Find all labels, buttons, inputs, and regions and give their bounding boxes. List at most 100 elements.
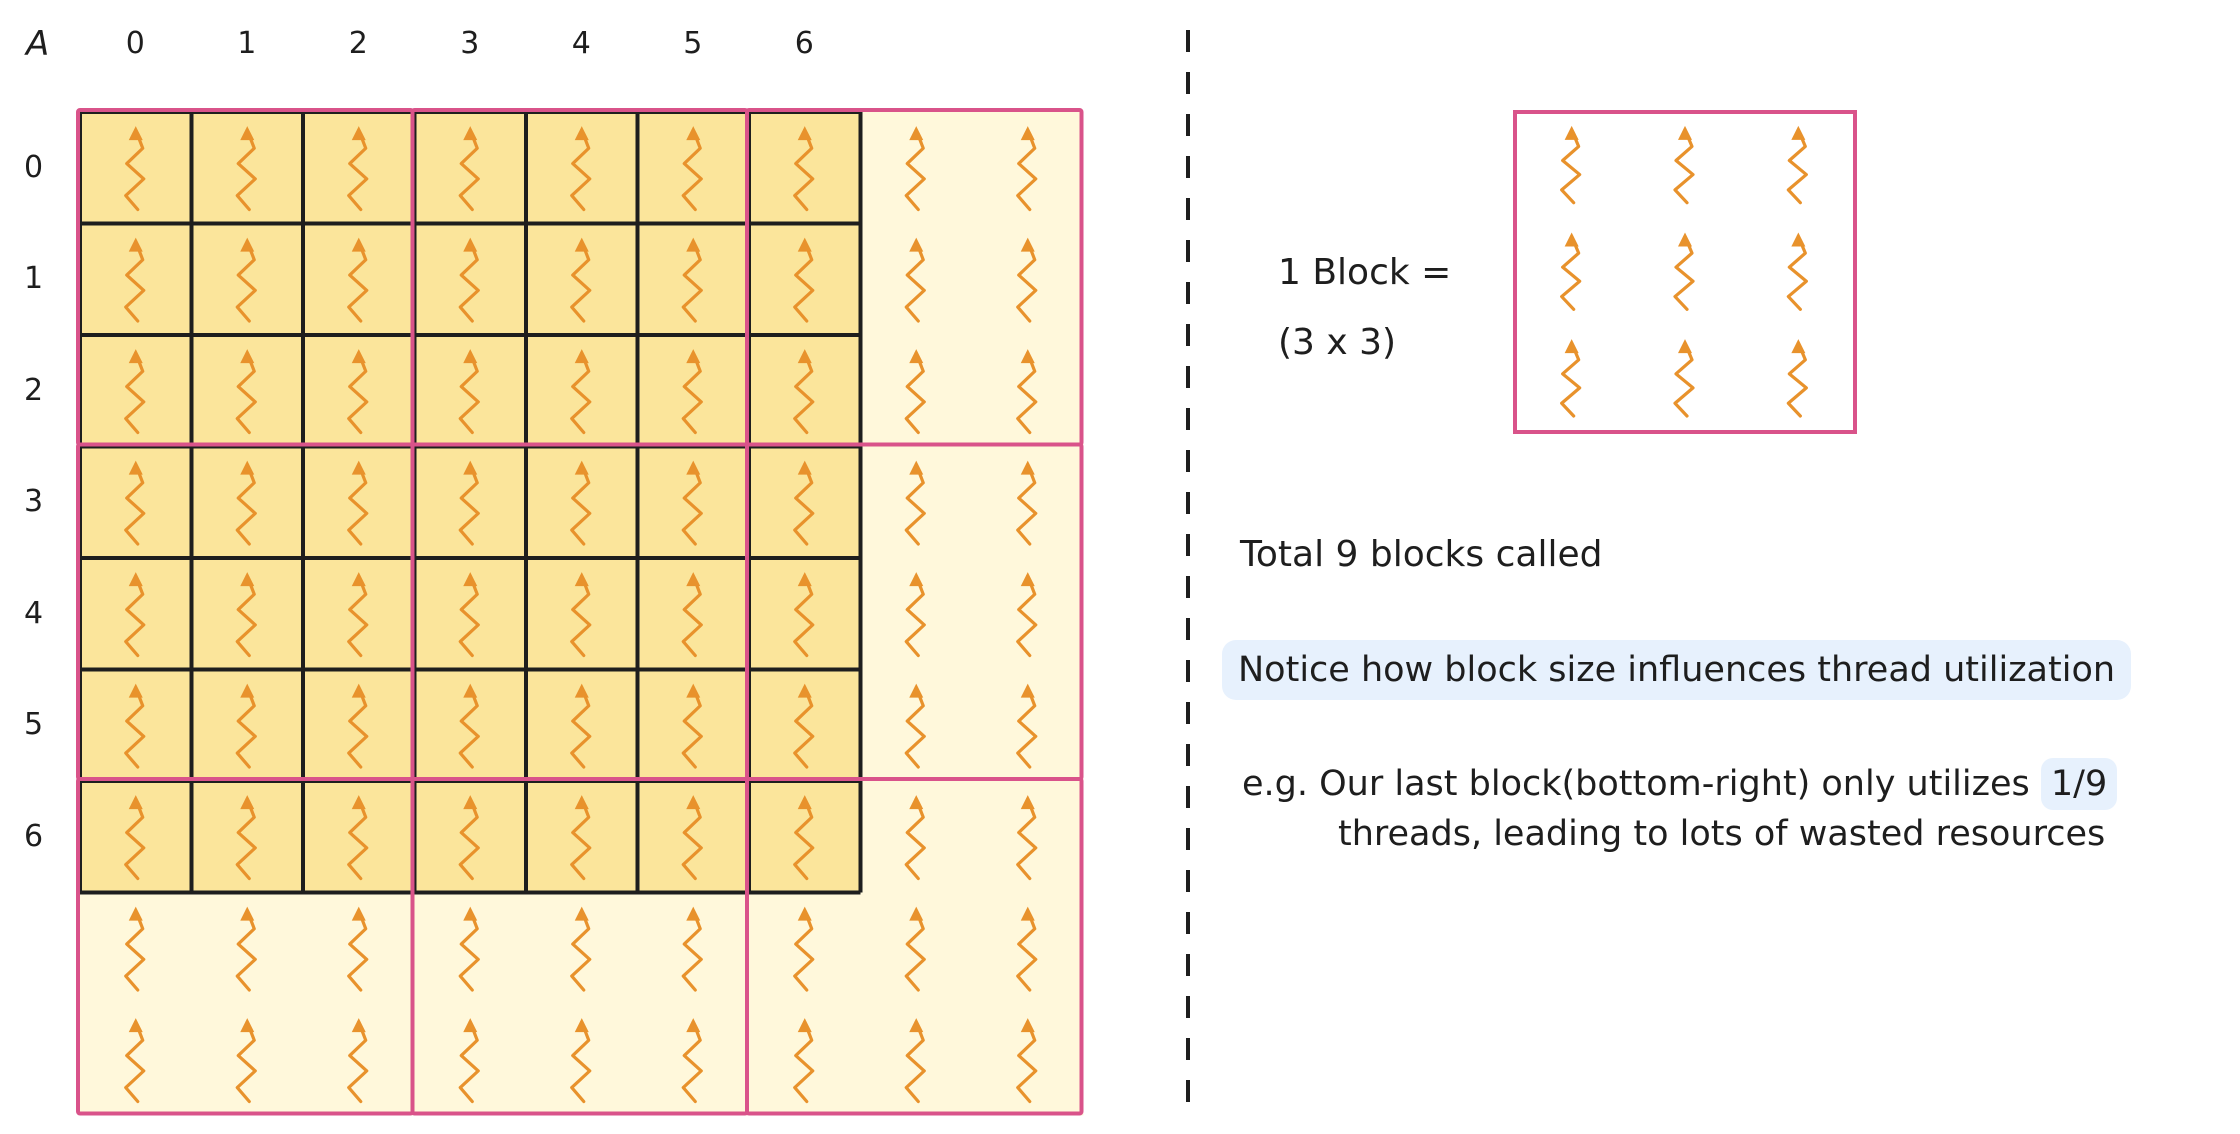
matrix-label: A [26,24,50,64]
thread-block-border [745,777,1084,1116]
notice-callout: Notice how block size influences thread … [1222,640,2132,700]
utilization-highlight: 1/9 [2040,758,2118,810]
legend-block-border [1513,110,1857,434]
column-label: 2 [348,26,368,61]
thread-squiggle-icon [681,349,703,435]
thread-squiggle-icon [1673,125,1695,205]
thread-squiggle-icon [235,795,257,881]
thread-squiggle-icon [1560,232,1582,311]
thread-squiggle-icon [570,795,592,881]
thread-squiggle-icon [347,572,369,658]
thread-squiggle-icon [793,683,815,769]
column-label: 4 [571,26,591,61]
thread-squiggle-icon [124,683,146,769]
thread-squiggle-icon [347,906,369,992]
column-label: 1 [237,26,257,61]
example-line-2: threads, leading to lots of wasted resou… [1338,814,2106,854]
thread-squiggle-icon [681,460,703,546]
example-line-1: e.g. Our last block(bottom-right) only u… [1242,758,2118,810]
thread-squiggle-icon [570,460,592,546]
example-text-part1: e.g. Our last block(bottom-right) only u… [1242,764,2030,804]
row-label: 2 [24,372,44,408]
thread-squiggle-icon [793,1018,815,1104]
column-label: 6 [794,26,814,61]
thread-squiggle-icon [235,460,257,546]
row-label: 3 [24,484,44,520]
thread-squiggle-icon [124,126,146,212]
thread-squiggle-icon [124,795,146,881]
thread-squiggle-icon [1016,795,1038,881]
thread-squiggle-icon [347,795,369,881]
legend-line-2: (3 x 3) [1278,322,1397,363]
thread-squiggle-icon [681,126,703,212]
thread-squiggle-icon [235,683,257,769]
thread-squiggle-icon [124,906,146,992]
thread-squiggle-icon [904,572,926,658]
thread-squiggle-icon [347,126,369,212]
thread-squiggle-icon [904,683,926,769]
thread-squiggle-icon [570,126,592,212]
thread-squiggle-icon [1016,349,1038,435]
thread-squiggle-icon [458,1018,480,1104]
row-label: 0 [24,149,44,185]
thread-squiggle-icon [793,126,815,212]
thread-squiggle-icon [681,572,703,658]
thread-squiggle-icon [124,572,146,658]
column-label: 0 [125,26,145,61]
thread-squiggle-icon [904,349,926,435]
thread-squiggle-icon [904,460,926,546]
row-label: 6 [24,818,44,854]
thread-squiggle-icon [347,683,369,769]
thread-squiggle-icon [235,1018,257,1104]
thread-squiggle-icon [793,795,815,881]
thread-squiggle-icon [681,1018,703,1104]
thread-squiggle-icon [235,349,257,435]
thread-squiggle-icon [793,349,815,435]
thread-squiggle-icon [124,460,146,546]
thread-squiggle-icon [793,237,815,323]
thread-squiggle-icon [458,349,480,435]
thread-squiggle-icon [458,906,480,992]
thread-squiggle-icon [904,906,926,992]
thread-squiggle-icon [793,572,815,658]
thread-squiggle-icon [570,1018,592,1104]
thread-squiggle-icon [458,795,480,881]
thread-squiggle-icon [1560,125,1582,205]
thread-squiggle-icon [124,237,146,323]
thread-squiggle-icon [1016,1018,1038,1104]
thread-squiggle-icon [347,460,369,546]
thread-squiggle-icon [235,126,257,212]
thread-grid [76,108,1084,1116]
thread-squiggle-icon [904,237,926,323]
thread-squiggle-icon [793,906,815,992]
thread-squiggle-icon [570,683,592,769]
total-blocks-text: Total 9 blocks called [1240,534,1603,575]
legend-block [1513,110,1857,434]
thread-squiggle-icon [235,572,257,658]
thread-squiggle-icon [1560,339,1582,418]
thread-squiggle-icon [124,349,146,435]
thread-squiggle-icon [570,349,592,435]
thread-squiggle-icon [1016,572,1038,658]
row-label: 4 [24,595,44,631]
thread-squiggle-icon [570,906,592,992]
thread-squiggle-icon [1786,125,1808,205]
notice-text: Notice how block size influences thread … [1238,650,2116,690]
thread-squiggle-icon [1016,237,1038,323]
thread-squiggle-icon [235,906,257,992]
thread-squiggle-icon [681,683,703,769]
thread-squiggle-icon [458,460,480,546]
column-label: 5 [683,26,703,61]
thread-squiggle-icon [347,349,369,435]
thread-squiggle-icon [681,237,703,323]
thread-squiggle-icon [458,126,480,212]
row-label: 5 [24,707,44,743]
thread-squiggle-icon [1016,906,1038,992]
thread-squiggle-icon [458,572,480,658]
thread-squiggle-icon [1673,339,1695,418]
thread-squiggle-icon [1016,683,1038,769]
legend-line-1: 1 Block = [1278,252,1452,293]
thread-squiggle-icon [570,572,592,658]
thread-squiggle-icon [681,795,703,881]
